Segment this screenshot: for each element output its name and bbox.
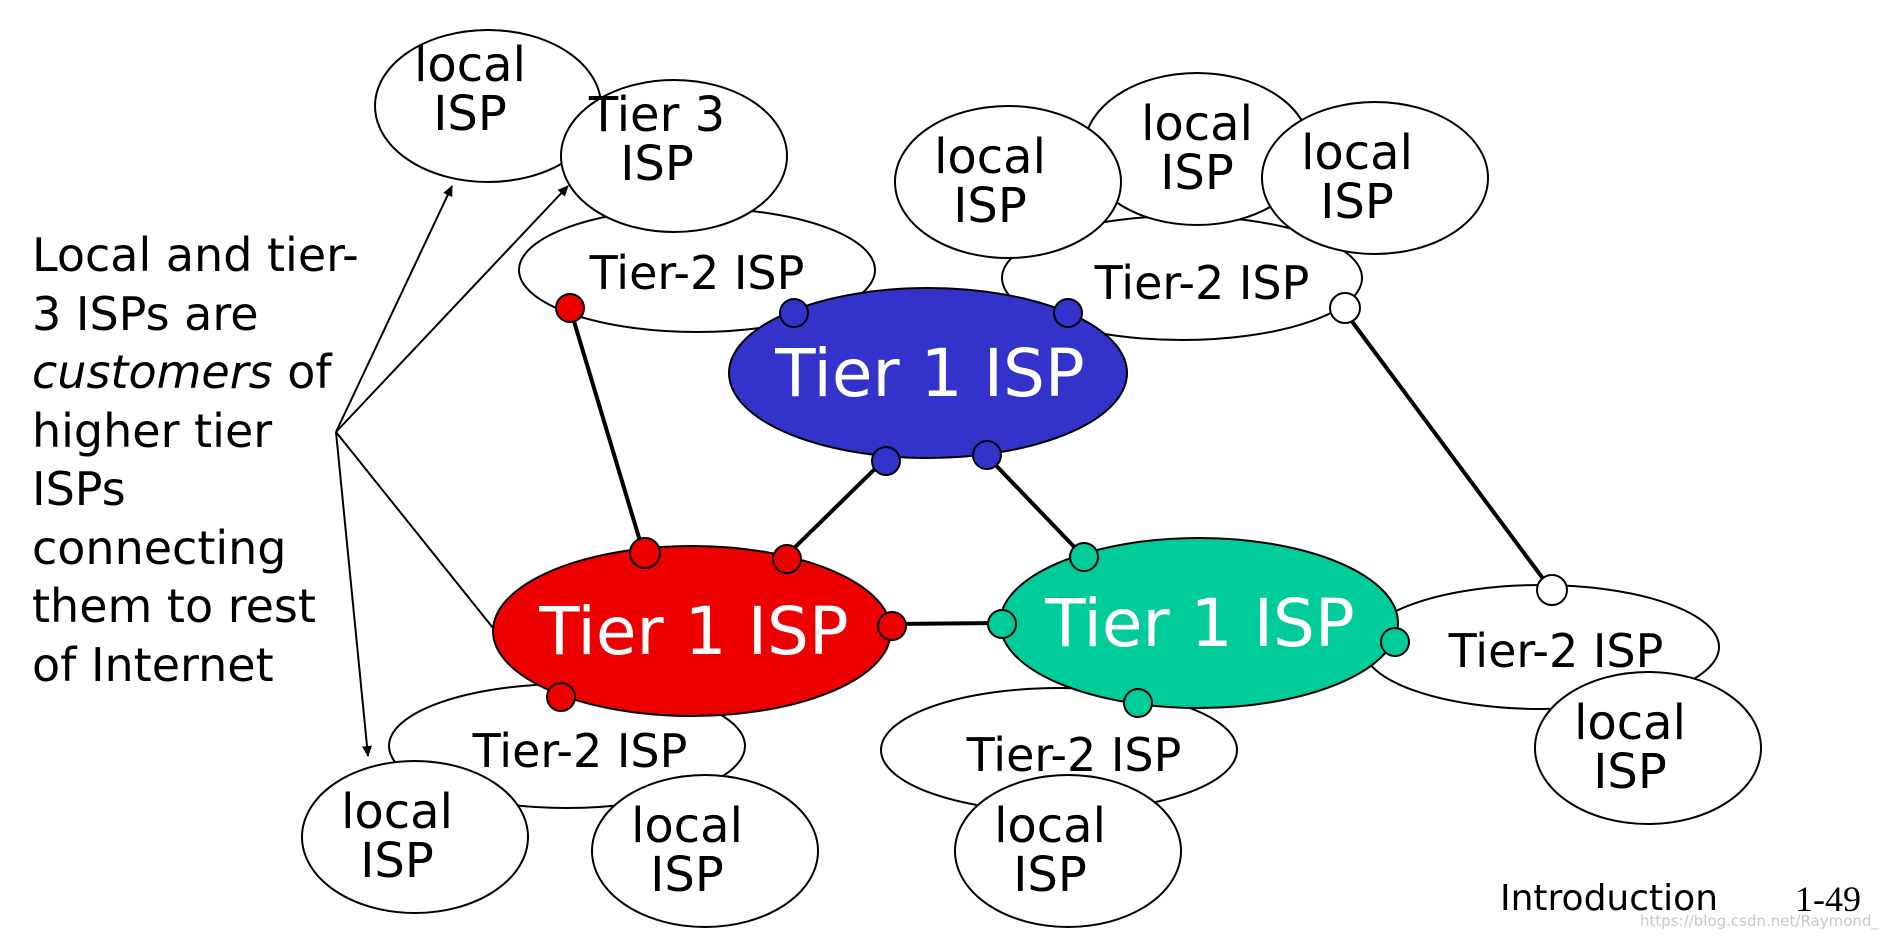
router-dot-blue bbox=[1053, 298, 1083, 328]
local-isp-node bbox=[591, 774, 819, 928]
tier2-isp-label: Tier-2 ISP bbox=[1094, 256, 1310, 310]
caption-emphasis: customers bbox=[32, 345, 273, 399]
router-dot-red bbox=[772, 544, 802, 574]
footer-title: Introduction bbox=[1500, 878, 1719, 919]
router-dot-blue bbox=[871, 446, 901, 476]
caption-line: of Internet bbox=[32, 637, 274, 692]
caption-line: 3 ISPs are bbox=[32, 286, 259, 341]
router-dot-white bbox=[1329, 292, 1361, 324]
arrow-to-local-isp-top bbox=[335, 185, 453, 433]
link-red-tier1-to-green-tier1 bbox=[889, 621, 1001, 626]
local-isp-node bbox=[894, 105, 1122, 259]
tier2-isp-label: Tier-2 ISP bbox=[472, 724, 688, 778]
router-dot-green bbox=[987, 609, 1017, 639]
caption-line: higher tier bbox=[32, 403, 273, 458]
router-dot-red bbox=[629, 537, 661, 569]
router-dot-green bbox=[1380, 627, 1410, 657]
tier2-isp-label: Tier-2 ISP bbox=[966, 728, 1182, 782]
tier3-isp-node bbox=[560, 79, 788, 233]
router-dot-white bbox=[1536, 574, 1568, 606]
caption-line: them to rest bbox=[32, 579, 316, 633]
watermark: https://blog.csdn.net/Raymond_.. bbox=[1640, 912, 1879, 930]
local-isp-node bbox=[1261, 101, 1489, 255]
isp-links bbox=[568, 306, 1552, 626]
caption-text: of bbox=[272, 345, 332, 399]
arrow-to-tier3-isp bbox=[335, 185, 569, 433]
router-points bbox=[546, 292, 1568, 718]
link-red-tier2-to-red-tier1 bbox=[568, 307, 645, 552]
caption-line: Local and tier- bbox=[32, 228, 359, 282]
tier1-isp-red-label: Tier 1 ISP bbox=[538, 593, 848, 670]
router-dot-red bbox=[546, 682, 576, 712]
router-dot-red bbox=[877, 611, 907, 641]
router-dot-green bbox=[1123, 688, 1153, 718]
tier1-isp-blue-label: Tier 1 ISP bbox=[774, 335, 1084, 412]
router-dot-green bbox=[1069, 542, 1099, 572]
link-blue-tier1-to-green-tier1 bbox=[983, 452, 1084, 557]
router-dot-red bbox=[555, 293, 585, 323]
tier2-isp-label: Tier-2 ISP bbox=[589, 246, 805, 300]
link-tier2-to-tier2-right bbox=[1340, 306, 1552, 590]
tier2-isp-label: Tier-2 ISP bbox=[1448, 624, 1664, 678]
caption-line: customers of bbox=[32, 343, 362, 402]
router-dot-blue bbox=[779, 298, 809, 328]
local-isp-node bbox=[301, 760, 529, 914]
router-dot-blue bbox=[972, 440, 1002, 470]
caption-line: connecting bbox=[32, 520, 287, 575]
local-isp-node bbox=[954, 774, 1182, 928]
customers-caption: Local and tier- 3 ISPs are customers of … bbox=[32, 226, 362, 694]
local-isp-node bbox=[1534, 671, 1762, 825]
tier1-isp-blue bbox=[728, 287, 1128, 459]
link-blue-tier1-to-red-tier1 bbox=[783, 458, 886, 559]
caption-line: ISPs bbox=[32, 462, 126, 516]
tier1-isp-green-label: Tier 1 ISP bbox=[1044, 585, 1354, 662]
slide-number: 1-49 bbox=[1795, 879, 1861, 919]
arrow-to-local-isp-bottom-left bbox=[335, 431, 372, 757]
